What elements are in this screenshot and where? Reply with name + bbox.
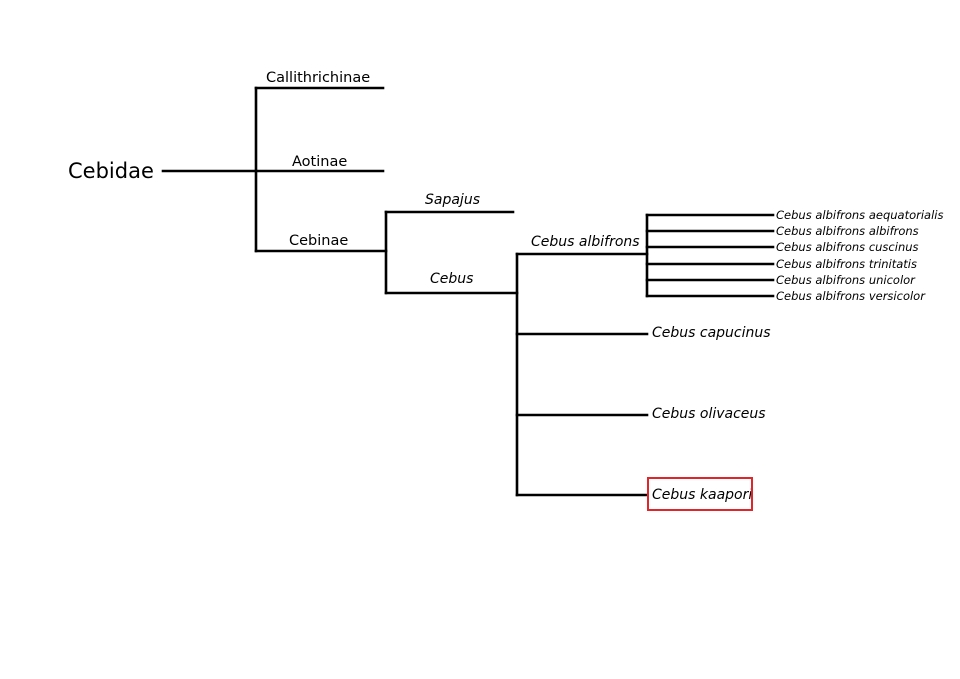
label-subspecies-aequatorialis: Cebus albifrons aequatorialis [776, 208, 943, 222]
highlight-box [647, 477, 753, 511]
label-cebus-albifrons: Cebus albifrons [531, 234, 640, 250]
label-cebus: Cebus [430, 271, 473, 287]
label-subspecies-trinitatis: Cebus albifrons trinitatis [776, 257, 917, 271]
label-sapajus: Sapajus [425, 192, 480, 208]
label-subspecies-cuscinus: Cebus albifrons cuscinus [776, 240, 919, 254]
label-subspecies-albifrons: Cebus albifrons albifrons [776, 224, 919, 238]
label-cebus-capucinus: Cebus capucinus [652, 325, 771, 341]
label-aotinae: Aotinae [292, 154, 347, 170]
label-subspecies-unicolor: Cebus albifrons unicolor [776, 273, 916, 287]
label-subspecies-versicolor: Cebus albifrons versicolor [776, 289, 926, 303]
label-cebus-olivaceus: Cebus olivaceus [652, 406, 766, 422]
root-label: Cebidae [68, 159, 154, 183]
label-cebus-kaapori: Cebus kaapori [652, 487, 752, 503]
label-callithrichinae: Callithrichinae [266, 70, 370, 86]
label-cebinae: Cebinae [289, 233, 348, 249]
